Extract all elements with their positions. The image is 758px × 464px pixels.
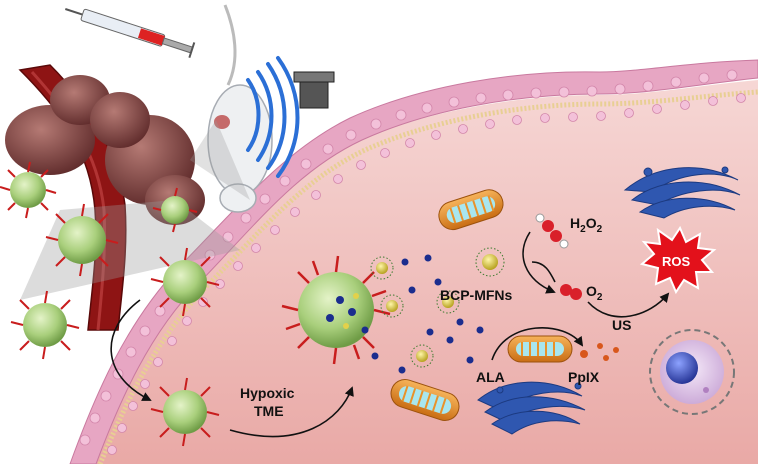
arrow-ala-to-ppix bbox=[491, 327, 584, 361]
nanoparticle-free-1 bbox=[10, 290, 80, 360]
ala-molecules bbox=[361, 254, 484, 374]
diagram-labels: H2O2 O2 ROS BCP-MFNs US ALA PpIX Hypoxic… bbox=[240, 215, 691, 419]
nanoparticle-tumor-3 bbox=[152, 187, 198, 233]
bcp-particle bbox=[380, 294, 404, 318]
label-ppix: PpIX bbox=[568, 369, 600, 385]
arrow-vessel-to-cell bbox=[110, 299, 152, 401]
bcp-particle bbox=[410, 344, 434, 368]
ros-burst-icon bbox=[639, 225, 717, 295]
golgi-apparatus-icon bbox=[477, 381, 586, 435]
bcp-mfns-particles bbox=[370, 247, 505, 368]
label-h2o2: H2O2 bbox=[570, 215, 603, 235]
nanoparticle-tumor-2 bbox=[45, 203, 119, 277]
label-us: US bbox=[612, 317, 631, 333]
bcp-particle bbox=[475, 247, 505, 277]
bcp-particle bbox=[370, 256, 394, 280]
apoptotic-cell-icon bbox=[649, 329, 735, 415]
mitochondria-icon bbox=[390, 189, 573, 421]
membrane-lipid-row-inner bbox=[107, 93, 746, 455]
hydrogen-peroxide-molecule-icon bbox=[535, 213, 569, 249]
arrow-hypoxic-tme bbox=[229, 386, 354, 438]
ppix-molecules bbox=[580, 343, 619, 361]
zoom-cone-mouse bbox=[190, 120, 250, 200]
golgi-apparatus-icon bbox=[623, 166, 741, 219]
reaction-arrows bbox=[110, 231, 670, 438]
arrow-o2-to-ros bbox=[587, 292, 670, 318]
nanoparticle-cell-2 bbox=[150, 377, 220, 447]
bcp-particle bbox=[436, 290, 460, 314]
label-ala: ALA bbox=[476, 369, 505, 385]
nanoparticle-tumor-1 bbox=[0, 161, 57, 219]
arrow-bcp-to-o2 bbox=[531, 261, 556, 283]
arrow-h2o2-to-o2 bbox=[522, 231, 556, 294]
oxygen-molecule-icon bbox=[560, 284, 582, 300]
cell-cytoplasm bbox=[95, 80, 758, 464]
label-hypoxic: Hypoxic bbox=[240, 385, 295, 401]
nanoparticle-icon bbox=[0, 161, 391, 447]
label-tme: TME bbox=[254, 403, 284, 419]
tumor-icon bbox=[5, 75, 205, 225]
syringe-icon bbox=[65, 8, 196, 59]
label-o2: O2 bbox=[586, 283, 603, 303]
ultrasound-transducer-icon bbox=[293, 71, 335, 109]
ultrasound-waves-icon bbox=[246, 56, 300, 178]
nanoparticle-large bbox=[281, 255, 391, 365]
mouse-icon bbox=[207, 4, 273, 213]
nanoparticle-cell-1 bbox=[150, 247, 220, 317]
membrane-lipid-tails bbox=[97, 89, 758, 464]
label-bcp-mfns: BCP-MFNs bbox=[440, 287, 513, 303]
label-ros: ROS bbox=[662, 254, 691, 269]
